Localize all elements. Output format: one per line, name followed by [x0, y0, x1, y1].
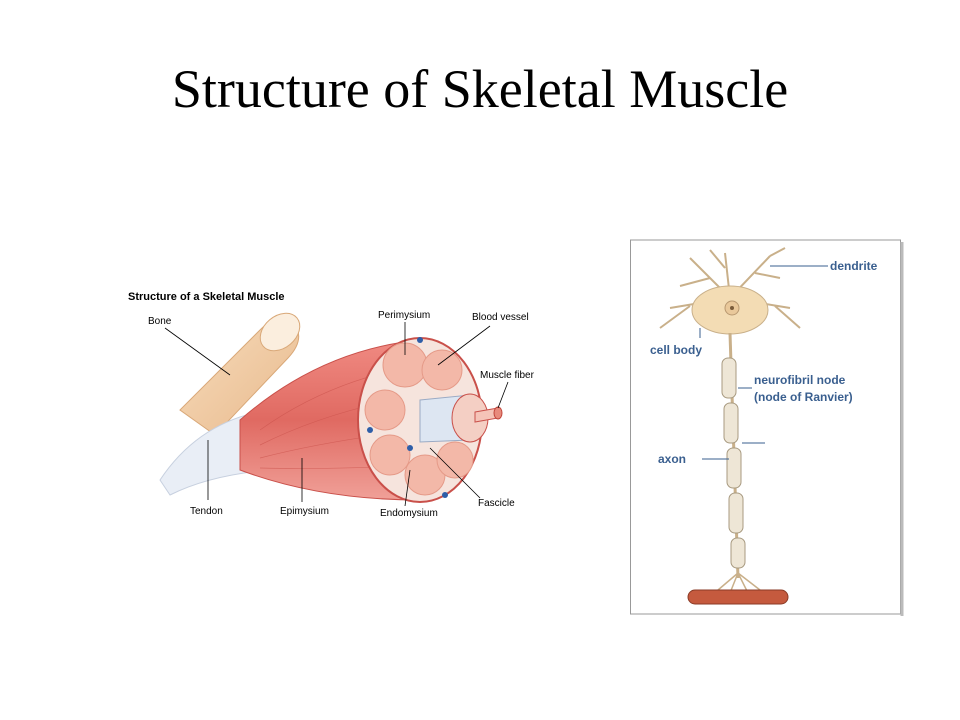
label-node-line1: neurofibril node	[754, 373, 846, 387]
axon-shape	[721, 332, 746, 579]
muscle-leader-lines	[164, 322, 509, 507]
label-tendon: Tendon	[190, 506, 223, 517]
label-perimysium: Perimysium	[378, 310, 430, 321]
label-muscle-fiber: Muscle fiber	[480, 370, 535, 381]
label-epimysium: Epimysium	[280, 506, 329, 517]
bone-shape	[179, 312, 301, 436]
slide-title: Structure of Skeletal Muscle	[171, 59, 789, 119]
label-blood-vessel: Blood vessel	[472, 312, 529, 323]
label-node-line2: (node of Ranvier)	[754, 390, 853, 404]
neuron-diagram: dendrite cell body neurofibril node (nod…	[630, 239, 904, 616]
label-dendrite: dendrite	[830, 259, 878, 273]
label-fascicle: Fascicle	[478, 498, 515, 509]
label-axon: axon	[658, 452, 686, 466]
label-cell-body: cell body	[650, 343, 702, 357]
muscle-fiber-shape	[474, 406, 503, 423]
label-endomysium: Endomysium	[380, 508, 438, 519]
label-bone: Bone	[148, 316, 172, 327]
cell-body-shape	[691, 285, 769, 335]
fascicle-shape	[419, 393, 489, 443]
neuron-leader-lines	[699, 265, 828, 460]
skeletal-muscle-diagram: Structure of a Skeletal Muscle	[128, 291, 535, 519]
terminal-muscle-fiber	[687, 572, 789, 605]
muscle-diagram-heading: Structure of a Skeletal Muscle	[128, 291, 285, 303]
